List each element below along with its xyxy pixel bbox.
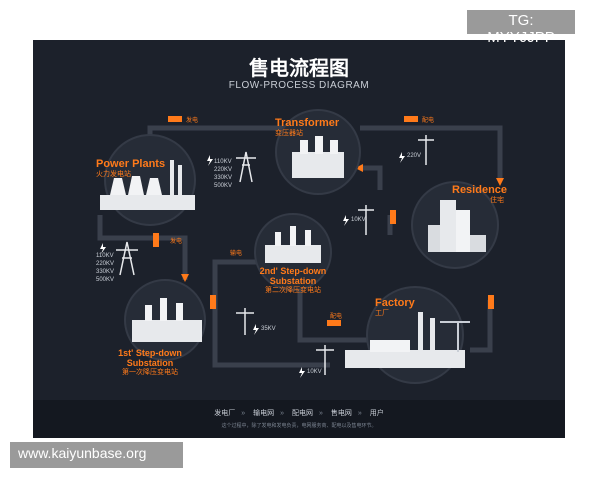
marker-shudian-left [210, 295, 216, 309]
factory-label-cn: 工厂 [375, 310, 389, 317]
marker-peidian [404, 116, 418, 122]
bolt-icons [100, 152, 405, 378]
node-power-plants: Power Plants 火力发电站 [96, 158, 165, 179]
step-down-2-label-2: Substation [269, 276, 317, 286]
voltage-item: 220KV [214, 167, 233, 173]
flow-label-fadian: 发电 [186, 118, 199, 124]
arrow-to-residence [496, 178, 504, 186]
flow-markers [153, 116, 494, 326]
factory-label: Factory [375, 297, 415, 309]
flow-label-shudian: 输电 [230, 251, 243, 257]
transformer-label: Transformer [275, 117, 340, 129]
residence-label-cn: 住宅 [490, 197, 504, 204]
voltage-item: 330KV [96, 269, 115, 275]
watermark-badge-top: TG: MYYJJPP [467, 10, 575, 46]
footer-step: 发电厂 [214, 410, 236, 417]
voltage-10kv-b: 10KV [307, 369, 322, 375]
pole-10kv-b-icon [316, 345, 334, 375]
step-down-2-label-1: 2nd' Step-down [259, 266, 327, 276]
substation2-illustration [265, 226, 321, 263]
step-down-1-label-cn: 第一次降压变电站 [122, 369, 178, 376]
pole-35kv-icon [236, 308, 254, 335]
voltage-item: 330KV [214, 175, 233, 181]
voltage-item: 500KV [96, 277, 115, 283]
pole-10kv-a-icon [358, 205, 374, 235]
footer-separator: » [280, 410, 285, 417]
power-plant-illustration [100, 160, 195, 210]
arrow-to-transformer-return [355, 164, 363, 172]
footer-bar [33, 400, 565, 438]
flow-line-substation2-factory [297, 290, 380, 343]
page-title: 售电流程图 [249, 58, 349, 80]
node-step-down-1: 1st' Step-down Substation 第一次降压变电站 [118, 348, 182, 377]
footer-step: 用户 [369, 410, 384, 417]
bolt-icon-10kv-b [299, 367, 305, 378]
flow-line-plant-substation1 [97, 215, 188, 280]
arrow-to-substation1 [181, 274, 189, 282]
flow-label-peidian-mid: 配电 [330, 314, 343, 320]
node-residence: Residence 住宅 [452, 184, 508, 205]
substation1-illustration [132, 298, 202, 342]
footer-separator: » [319, 410, 323, 417]
footer-separator: » [241, 410, 246, 417]
step-down-1-label-1: 1st' Step-down [118, 348, 182, 358]
marker-fadian-left [153, 233, 159, 247]
voltage-item: 500KV [214, 183, 233, 189]
footer-step: 售电网 [330, 410, 352, 417]
residence-illustration [428, 200, 486, 252]
step-down-1-label-2: Substation [126, 358, 174, 368]
voltage-220v: 220V [407, 153, 422, 159]
voltage-item: 220KV [96, 261, 115, 267]
marker-fadian [168, 116, 182, 122]
voltage-item: 110KV [214, 159, 232, 165]
flow-label-peidian-top: 配电 [422, 118, 435, 124]
flow-label-fadian-left: 发电 [170, 239, 183, 245]
tower-plant-icon [236, 151, 256, 183]
transformer-illustration [292, 136, 344, 178]
footer-step: 输电网 [253, 410, 275, 417]
flow-line-return-transformer [360, 165, 383, 190]
footer-separator: » [357, 410, 362, 417]
bolt-icon-left [100, 243, 106, 254]
flow-line-transformer-residence [360, 125, 503, 180]
marker-peidian-mid [327, 320, 341, 326]
bolt-icon-residence [399, 152, 405, 163]
voltage-10kv-a: 10KV [351, 217, 366, 223]
flow-line-substation1-factory [212, 330, 330, 368]
factory-illustration [345, 312, 470, 368]
footer-step: 配电网 [292, 410, 313, 417]
page-subtitle: FLOW-PROCESS DIAGRAM [228, 80, 370, 91]
node-step-down-2: 2nd' Step-down Substation 第二次降压变电站 [258, 266, 328, 295]
transformer-label-cn: 变压器站 [275, 130, 303, 137]
marker-residence [390, 210, 396, 224]
plant-voltage-list: 110KV 220KV 330KV 500KV [214, 158, 232, 190]
step-down-2-label-cn: 第二次降压变电站 [265, 287, 321, 294]
towers [116, 135, 434, 375]
flow-line-substation1-substation2 [212, 259, 262, 330]
footer-steps: 发电厂 » 输电网 » 配电网 » 售电网 » 用户 [33, 408, 565, 418]
power-plants-label-cn: 火力发电站 [96, 171, 131, 178]
footer-note: 这个过程中，除了发电和发电负责，电网服务商、配电以及售电环节。 [221, 423, 377, 429]
bolt-icon-plant [207, 155, 213, 166]
bolt-icon-10kv-a [343, 215, 349, 226]
pole-220v-icon [418, 135, 434, 165]
voltage-item: 110KV [96, 253, 114, 259]
watermark-badge-bottom: www.kaiyunbase.org [10, 442, 183, 468]
node-factory: Factory 工厂 [375, 297, 415, 318]
left-voltage-list: 110KV 220KV 330KV 500KV [96, 252, 114, 284]
bolt-icon-35kv [253, 324, 259, 335]
residence-label: Residence [452, 184, 508, 196]
marker-factory [488, 295, 494, 309]
node-transformer: Transformer 变压器站 [275, 117, 339, 138]
tower-left-icon [116, 241, 138, 276]
voltage-35kv: 35KV [261, 326, 276, 332]
power-plants-label: Power Plants [96, 158, 166, 170]
flow-line-factory-right [470, 300, 493, 353]
